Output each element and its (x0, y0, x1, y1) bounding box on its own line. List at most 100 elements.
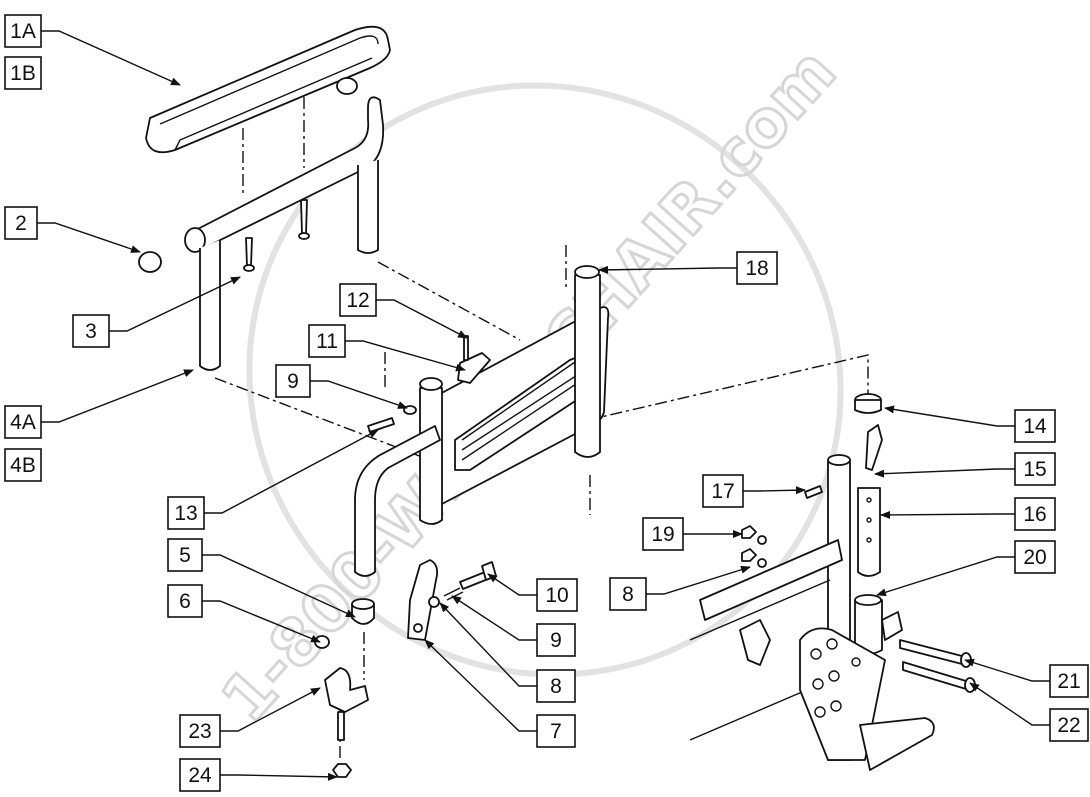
leader-line (964, 658, 1050, 682)
callout-label: 19 (651, 523, 674, 546)
callout-17: 17 (702, 474, 806, 508)
callout-14: 14 (884, 405, 1056, 443)
callout-box (179, 758, 221, 792)
leader-line (202, 554, 356, 618)
leader-line (41, 369, 194, 423)
callout-label: 12 (346, 289, 369, 312)
callout-20: 20 (876, 540, 1056, 597)
leader-line (220, 687, 321, 732)
callout-box (1049, 708, 1089, 742)
callout-box (736, 251, 778, 285)
clamp-and-pin (457, 335, 491, 384)
leader-line (310, 380, 408, 409)
callout-19: 19 (642, 517, 743, 551)
callout-1A: 1A (4, 14, 181, 86)
callout-box (1014, 540, 1056, 574)
side-panel (419, 265, 610, 525)
callout-23: 23 (179, 687, 321, 748)
callout-label: 2 (15, 212, 27, 235)
callout-label: 1A (10, 20, 36, 43)
callout-box (4, 14, 42, 48)
callout-box (642, 517, 684, 551)
release-lever (407, 559, 497, 641)
callout-3: 3 (72, 276, 241, 348)
leader-line (451, 595, 537, 641)
leader-line (424, 639, 537, 732)
leader-line (345, 340, 466, 372)
callout-4A: 4A (4, 369, 194, 439)
callout-10: 10 (487, 573, 578, 612)
callout-13: 13 (167, 429, 379, 530)
leader-line (220, 772, 338, 781)
callout-box (167, 496, 205, 530)
callout-box (609, 577, 647, 611)
callout-box (275, 364, 311, 398)
callout-8a: 8 (439, 602, 576, 703)
leader-line (969, 682, 1050, 726)
callout-21: 21 (964, 658, 1089, 698)
leader-line (884, 405, 1015, 427)
callout-8b: 8 (609, 565, 751, 611)
leader-line (109, 276, 241, 332)
armrest-screws (243, 199, 310, 272)
callout-2: 2 (4, 206, 141, 253)
callout-24: 24 (179, 758, 338, 792)
callout-label: 18 (745, 257, 768, 280)
callout-box (72, 314, 110, 348)
callout-label: 4A (10, 411, 36, 434)
callout-label: 9 (550, 629, 562, 652)
callout-label: 7 (550, 720, 562, 743)
callout-box (1049, 664, 1089, 698)
callout-18: 18 (598, 251, 778, 285)
leader-line (646, 565, 751, 595)
leader-line (876, 556, 1015, 597)
callout-label: 24 (188, 764, 212, 787)
callout-label: 4B (10, 454, 36, 477)
callout-16: 16 (880, 497, 1056, 531)
callout-label: 17 (711, 480, 734, 503)
arm-tube (138, 77, 385, 371)
callout-12: 12 (339, 283, 468, 339)
callout-15: 15 (874, 452, 1056, 486)
frame-assembly (689, 393, 976, 771)
callout-box (1014, 497, 1056, 531)
callout-label: 1B (10, 62, 36, 85)
callout-7: 7 (424, 639, 576, 748)
callout-box (536, 578, 578, 612)
leader-line (874, 468, 1015, 478)
callout-label: 21 (1057, 670, 1080, 693)
callout-box (179, 714, 221, 748)
callout-label: 23 (188, 720, 211, 743)
callout-label: 20 (1023, 546, 1046, 569)
leader-line (439, 602, 537, 687)
callout-label: 11 (316, 330, 338, 353)
callout-label: 10 (545, 584, 568, 607)
callout-box (536, 623, 576, 657)
callout-label: 6 (179, 590, 191, 613)
callout-box (536, 669, 576, 703)
callout-label: 5 (179, 544, 191, 567)
callout-box (308, 324, 346, 358)
callout-box (4, 448, 42, 482)
callout-labels: 1A1B234A4B121191356232418109871415161719… (4, 14, 1089, 792)
armrest-pad (145, 25, 391, 154)
callout-9b: 9 (451, 595, 576, 657)
callout-label: 8 (550, 675, 562, 698)
callout-box (702, 474, 744, 508)
callout-box (167, 584, 203, 618)
lower-clamp (324, 667, 369, 778)
callout-5: 5 (167, 538, 356, 618)
leader-line (41, 30, 181, 86)
callout-label: 16 (1023, 503, 1046, 526)
leader-line (37, 222, 141, 253)
callout-label: 9 (287, 370, 299, 393)
callout-1B: 1B (4, 56, 42, 90)
leader-line (880, 510, 1015, 519)
callout-4B: 4B (4, 448, 42, 482)
callout-11: 11 (308, 324, 466, 372)
front-tube (314, 425, 441, 649)
callout-label: 14 (1023, 415, 1047, 438)
callout-box (4, 405, 42, 439)
leader-line (202, 600, 321, 643)
